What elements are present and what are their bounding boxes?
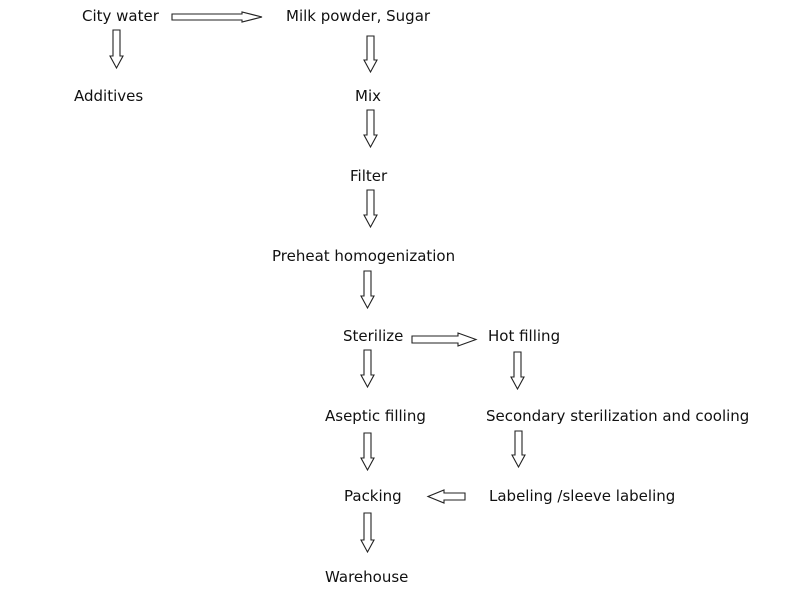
node-filter: Filter [350, 167, 388, 185]
node-city-water: City water [82, 7, 159, 25]
node-aseptic-filling: Aseptic filling [325, 407, 426, 425]
node-secondary-sterilization-cooling: Secondary sterilization and cooling [486, 407, 750, 425]
node-mix: Mix [355, 87, 381, 105]
node-labeling: Labeling /sleeve labeling [489, 487, 676, 505]
arrow-right-icon [171, 11, 263, 23]
arrow-down-icon [363, 189, 378, 229]
arrow-down-icon [360, 432, 375, 472]
node-hot-filling: Hot filling [488, 327, 561, 345]
arrow-left-icon [426, 489, 466, 504]
node-warehouse: Warehouse [325, 568, 409, 586]
arrow-down-icon [109, 29, 124, 70]
arrow-down-icon [360, 270, 375, 310]
node-milk-powder-sugar: Milk powder, Sugar [286, 7, 431, 25]
node-additives: Additives [74, 87, 144, 105]
arrow-down-icon [363, 35, 378, 74]
arrow-down-icon [360, 512, 375, 554]
arrow-down-icon [511, 430, 526, 469]
arrow-down-icon [510, 351, 525, 391]
arrow-down-icon [360, 349, 375, 389]
node-sterilize: Sterilize [343, 327, 404, 345]
node-packing: Packing [344, 487, 402, 505]
node-preheat-homogenization: Preheat homogenization [272, 247, 456, 265]
arrow-right-icon [411, 332, 478, 347]
arrow-down-icon [363, 109, 378, 149]
